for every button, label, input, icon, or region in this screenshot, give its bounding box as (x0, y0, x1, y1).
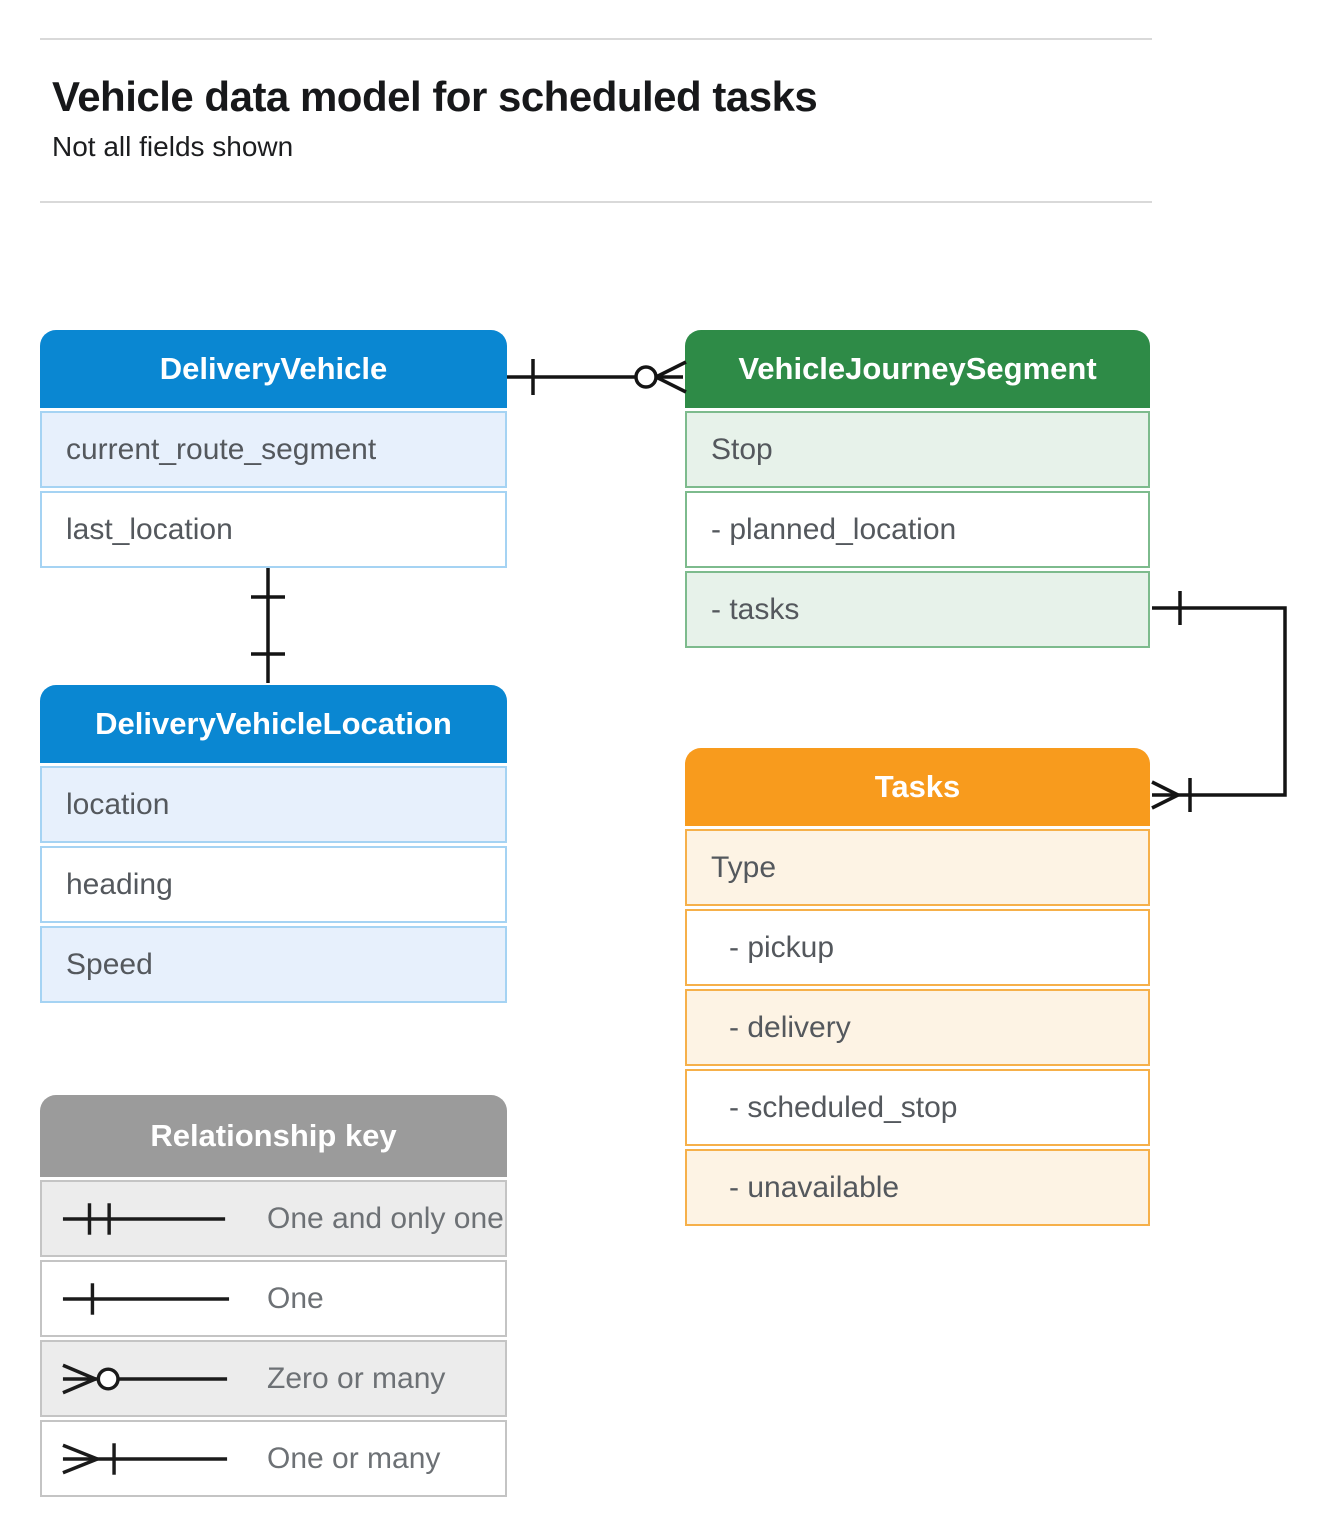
entity-delivery-vehicle-location: DeliveryVehicleLocation location heading… (40, 685, 507, 1003)
field-label: - pickup (729, 930, 835, 964)
field-row: - pickup (685, 909, 1150, 986)
legend-label: One and only one (267, 1201, 504, 1235)
entity-title: VehicleJourneySegment (738, 351, 1097, 386)
legend-title: Relationship key (150, 1118, 397, 1153)
field-label: last_location (66, 512, 233, 546)
field-row: - tasks (685, 571, 1150, 648)
entity-title: DeliveryVehicle (159, 351, 388, 386)
legend-header: Relationship key (40, 1095, 507, 1177)
legend-label: One (267, 1281, 324, 1315)
field-row: Stop (685, 411, 1150, 488)
field-row: current_route_segment (40, 411, 507, 488)
relationship-key: Relationship key One and only one One Ze… (40, 1095, 507, 1497)
entity-title: Tasks (874, 769, 961, 804)
page-title: Vehicle data model for scheduled tasks (52, 73, 818, 120)
field-row: - planned_location (685, 491, 1150, 568)
entity-vehicle-journey-segment: VehicleJourneySegment Stop - planned_loc… (685, 330, 1150, 648)
field-row: Speed (40, 926, 507, 1003)
field-label: heading (66, 867, 173, 901)
field-label: - scheduled_stop (729, 1090, 958, 1124)
field-label: - unavailable (729, 1170, 900, 1204)
field-label: Stop (711, 432, 773, 466)
field-label: Type (711, 850, 777, 884)
legend-label: Zero or many (267, 1361, 446, 1395)
field-row: heading (40, 846, 507, 923)
field-label: - delivery (729, 1010, 851, 1044)
field-row: last_location (40, 491, 507, 568)
legend-row: Zero or many (40, 1340, 507, 1417)
connector-deliveryvehicle-to-vehiclejourneysegment (507, 359, 687, 395)
field-label: current_route_segment (66, 432, 377, 466)
entity-header: Tasks (685, 748, 1150, 826)
header-divider (40, 201, 1152, 203)
one-and-only-one-icon (62, 1202, 226, 1235)
entity-header: VehicleJourneySegment (685, 330, 1150, 408)
field-row: - scheduled_stop (685, 1069, 1150, 1146)
legend-row: One (40, 1260, 507, 1337)
legend-row: One and only one (40, 1180, 507, 1257)
entity-tasks: Tasks Type - pickup - delivery - schedul… (685, 748, 1150, 1226)
field-row: Type (685, 829, 1150, 906)
field-label: - tasks (711, 592, 800, 626)
entity-header: DeliveryVehicle (40, 330, 507, 408)
field-label: Speed (66, 947, 153, 981)
one-or-many-icon (62, 1442, 228, 1475)
zero-or-many-icon (62, 1363, 228, 1394)
field-row: - delivery (685, 989, 1150, 1066)
field-label: - planned_location (711, 512, 957, 546)
top-divider (40, 38, 1152, 40)
one-icon (62, 1282, 230, 1315)
field-row: location (40, 766, 507, 843)
connector-deliveryvehicle-to-deliveryvehiclelocation (251, 568, 285, 683)
legend-label: One or many (267, 1441, 441, 1475)
field-row: - unavailable (685, 1149, 1150, 1226)
page-subtitle: Not all fields shown (52, 131, 294, 162)
entity-delivery-vehicle: DeliveryVehicle current_route_segment la… (40, 330, 507, 568)
legend-row: One or many (40, 1420, 507, 1497)
connector-vehiclejourneysegment-tasks-to-tasks (1151, 591, 1287, 812)
entity-title: DeliveryVehicleLocation (95, 706, 452, 741)
entity-header: DeliveryVehicleLocation (40, 685, 507, 763)
field-label: location (66, 787, 170, 821)
